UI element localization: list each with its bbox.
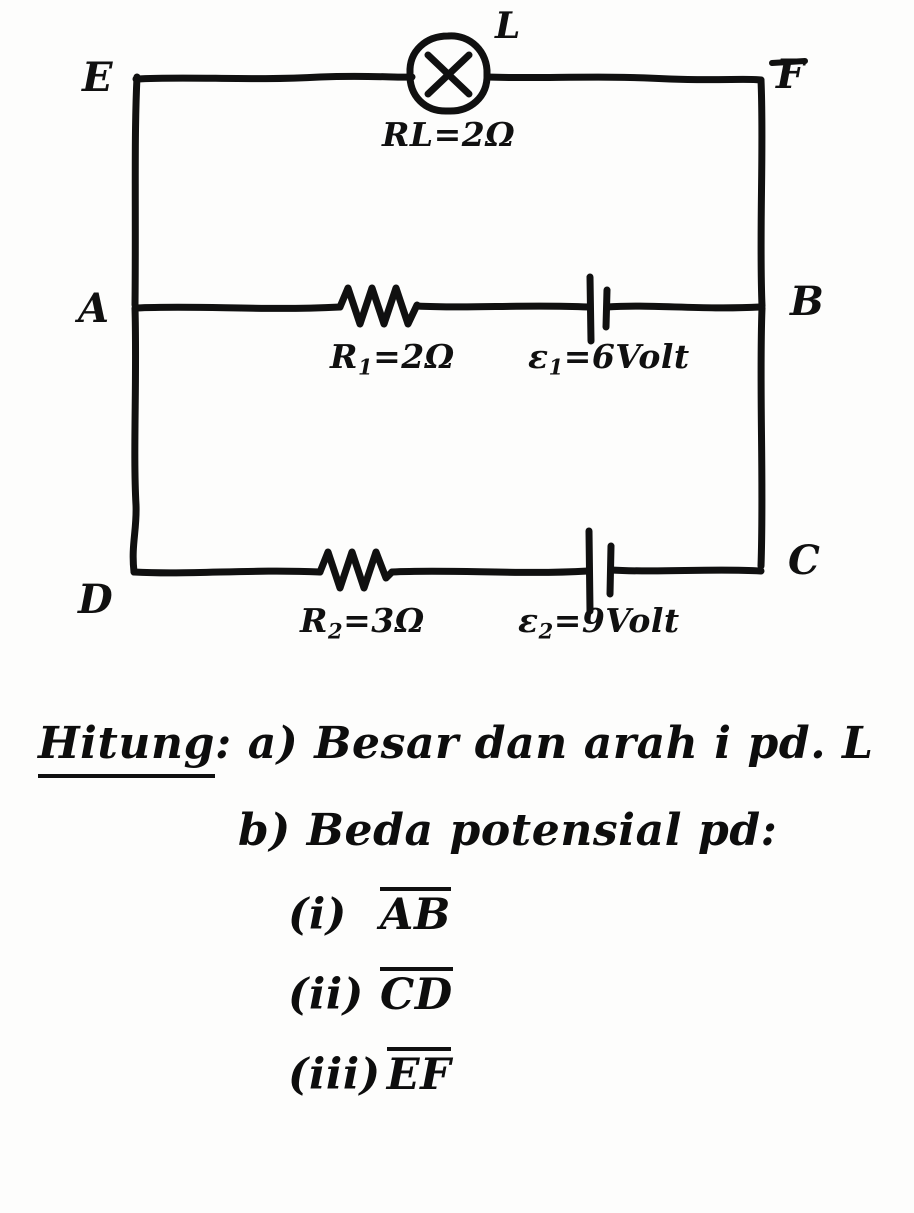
lamp-x-stroke-2 [424,51,473,98]
r1-symbol: R [330,337,358,376]
epsilon-icon: ε [518,601,539,640]
resistor-r2-zigzag [316,548,396,592]
question-subitem-i: (i) AB [288,887,451,940]
lamp-resistance-value: =2 [433,115,486,154]
node-label-c: C [788,537,821,584]
wire-bottom-left [130,567,324,577]
question-item-b: b) Beda potensial pd: [238,805,778,856]
r2-value: =3 [343,601,395,640]
question-subitem-iii: (iii)EF [288,1047,452,1100]
r2-label: R2=3Ω [300,604,425,641]
node-label-d: D [78,576,114,623]
e1-value: =6Volt [563,337,690,376]
node-f-bar [769,58,808,66]
question-block: Hitung: a) Besar dan arah i pd. L b) Bed… [0,690,914,1213]
ohm-icon: Ω [394,601,425,640]
node-label-f: F [776,51,805,98]
lamp-resistance-label: RL=2Ω [382,118,515,151]
ohm-icon: Ω [485,115,516,154]
subitem-ii-marker: (ii) [288,970,364,1020]
subitem-iii-quantity: EF [386,1047,452,1098]
node-label-e: E [82,54,113,101]
wire-left-lower [129,304,140,576]
wire-right-lower [757,304,766,570]
subitem-i-quantity: AB [380,887,451,938]
r2-symbol: R [300,601,328,640]
r1-subscript: 1 [357,354,374,380]
resistor-r1-zigzag [336,284,421,328]
node-label-a: A [78,285,110,332]
e1-label: ε1=6Volt [528,340,690,377]
subitem-iii-marker: (iii) [288,1050,381,1100]
item-a-text: Besar dan arah i pd. L [314,718,874,769]
item-b-marker: b) [238,805,291,856]
node-label-b: B [790,278,825,325]
wire-right-upper [757,76,766,310]
e2-subscript: 2 [538,618,554,644]
question-subitem-ii: (ii) CD [288,967,453,1020]
wire-left-upper [131,73,141,309]
lamp-label-l: L [495,5,521,47]
wire-bottom-center [388,567,592,576]
item-a-marker: a) [247,718,299,769]
e1-subscript: 1 [548,354,564,380]
wire-bottom-right [607,566,765,575]
wire-top-right [483,73,765,84]
battery2-long-plate [585,527,594,615]
lamp-resistance-symbol: RL [382,115,434,154]
wire-mid-right [603,302,764,312]
wire-mid-center [413,302,593,311]
question-prompt-line: Hitung: a) Besar dan arah i pd. L [38,718,874,778]
item-b-text: Beda potensial pd: [306,805,778,856]
e2-value: =9Volt [553,601,680,640]
r1-label: R1=2Ω [330,340,455,377]
ohm-icon: Ω [424,337,455,376]
prompt-word-hitung: Hitung [38,718,215,778]
e2-label: ε2=9Volt [518,604,680,641]
r2-subscript: 2 [327,618,344,644]
wire-mid-left [132,303,344,312]
prompt-colon: : [214,718,232,769]
circuit-diagram [129,32,808,615]
subitem-ii-quantity: CD [380,967,453,1018]
epsilon-icon: ε [528,337,549,376]
subitem-i-marker: (i) [288,890,347,940]
r1-value: =2 [373,337,425,376]
battery1-long-plate [586,273,595,345]
lamp-circle [406,32,491,115]
wire-top-left [132,72,416,83]
